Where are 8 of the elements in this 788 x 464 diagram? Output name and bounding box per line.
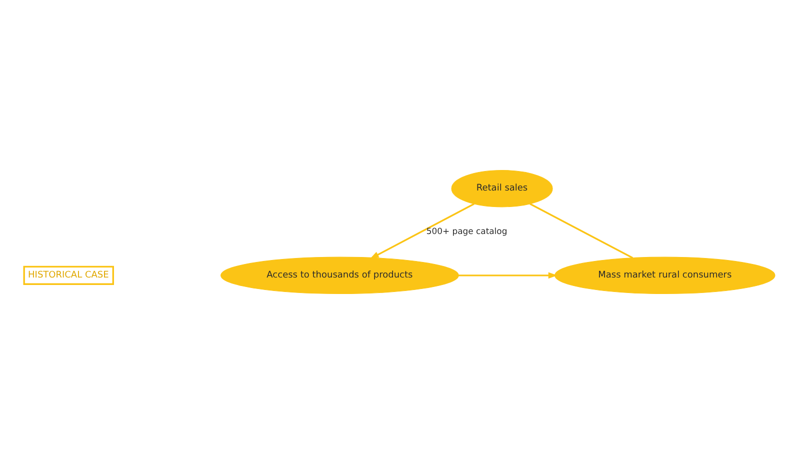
edge-label: 500+ page catalog xyxy=(426,226,508,236)
arrow xyxy=(458,272,558,279)
label: HISTORICAL CASE xyxy=(28,270,109,281)
node-ellipse: Retail sales xyxy=(451,170,553,208)
node-ellipse: Access to thousands of products xyxy=(220,256,459,294)
node-ellipse: Mass market rural consumers xyxy=(554,256,776,294)
arrow xyxy=(370,203,475,259)
connector xyxy=(530,203,634,259)
